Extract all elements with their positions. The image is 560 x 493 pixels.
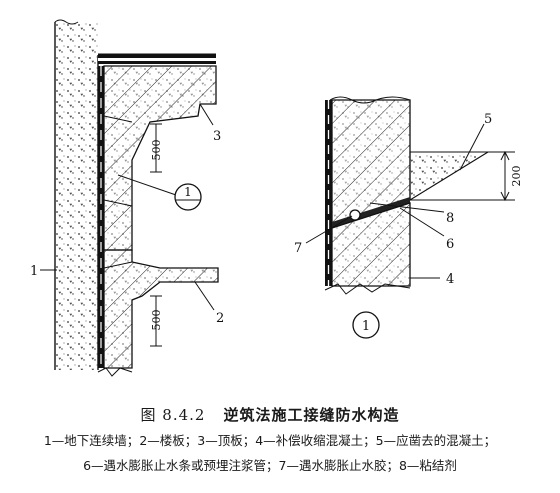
section-title-marker: 1 bbox=[352, 311, 380, 339]
figure-title: 逆筑法施工接缝防水构造 bbox=[223, 406, 400, 424]
dimension-lower-label: 500 bbox=[150, 310, 163, 331]
section-title-label: 1 bbox=[362, 319, 370, 334]
right-section: 200 5 8 6 7 4 1 bbox=[294, 96, 523, 339]
callout-2: 2 bbox=[216, 311, 224, 326]
legend-line-2: 6—遇水膨胀止水条或预埋注浆管；7—遇水膨胀止水胶；8—粘结剂 bbox=[83, 458, 457, 473]
right-wall-strip bbox=[325, 100, 332, 286]
dimension-right-label: 200 bbox=[510, 166, 523, 187]
callout-5: 5 bbox=[484, 112, 492, 127]
inner-structure bbox=[97, 65, 219, 377]
diaphragm-wall bbox=[54, 19, 99, 370]
dimension-right: 200 bbox=[410, 150, 523, 202]
chipped-concrete bbox=[409, 151, 490, 201]
detail-marker-label: 1 bbox=[184, 185, 192, 199]
figure-number: 图 8.4.2 bbox=[140, 406, 206, 424]
callout-8: 8 bbox=[446, 211, 454, 226]
callout-4: 4 bbox=[446, 272, 454, 287]
left-section: 500 500 1 1 2 3 bbox=[30, 19, 224, 377]
callout-6: 6 bbox=[446, 237, 454, 252]
figure-caption: 图 8.4.2 逆筑法施工接缝防水构造 bbox=[0, 404, 540, 425]
detail-marker: 1 bbox=[117, 174, 202, 211]
callout-7: 7 bbox=[294, 241, 302, 256]
callout-1: 1 bbox=[30, 264, 38, 279]
dimension-lower: 500 bbox=[150, 295, 163, 347]
wall-waterproof-strip bbox=[98, 66, 104, 368]
dimension-upper: 500 bbox=[150, 123, 163, 173]
upper-wall bbox=[329, 96, 411, 226]
legend-line-1: 1—地下连续墙；2—楼板；3—顶板；4—补偿收缩混凝土；5—应凿去的混凝土； bbox=[43, 433, 497, 448]
callout-3: 3 bbox=[213, 129, 221, 144]
lower-wall bbox=[324, 202, 411, 295]
dimension-upper-label: 500 bbox=[150, 140, 163, 161]
top-slab bbox=[98, 53, 216, 64]
